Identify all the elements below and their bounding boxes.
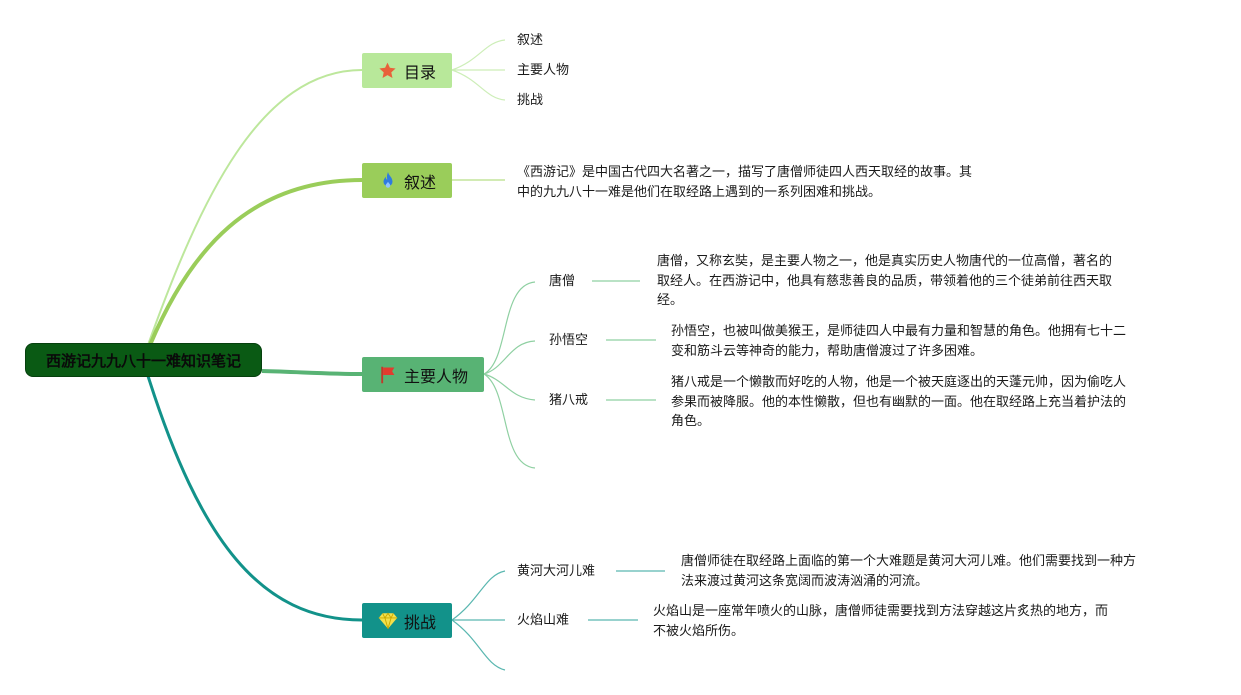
toc-item[interactable]: 叙述 [517,33,544,48]
character-desc[interactable]: 孙悟空，也被叫做美猴王，是师徒四人中最有力量和智慧的角色。他拥有七十二 变和筋斗… [671,322,1171,361]
desc-line: 猪八戒是一个懒散而好吃的人物，他是一个被天庭逐出的天蓬元帅，因为偷吃人 [671,375,1127,390]
branch-challenges-label: 挑战 [403,612,436,632]
desc-line: 法来渡过黄河这条宽阔而波涛汹涌的河流。 [681,573,929,589]
challenge-desc[interactable]: 唐僧师徒在取经路上面临的第一个大难题是黄河大河儿难。他们需要找到一种方 法来渡过… [681,552,1181,591]
branch-toc-label: 目录 [403,62,436,82]
character-desc[interactable]: 唐僧，又称玄奘，是主要人物之一，他是真实历史人物唐代的一位高僧，著名的 取经人。… [657,252,1157,311]
narrative-text[interactable]: 《西游记》是中国古代四大名著之一，描写了唐僧师徒四人西天取经的故事。其 中的九九… [517,163,1037,202]
branch-narrative[interactable]: 叙述 [362,163,452,198]
character-name[interactable]: 唐僧 [549,274,576,289]
desc-line: 取经人。在西游记中，他具有慈悲善良的品质，带领着他的三个徒弟前往西天取 [657,273,1113,289]
diamond-icon [378,611,398,631]
narrative-line: 中的九九八十一难是他们在取经路上遇到的一系列困难和挑战。 [517,184,882,200]
desc-line: 经。 [657,293,684,308]
branch-challenges[interactable]: 挑战 [362,603,452,638]
branch-narrative-label: 叙述 [403,172,436,192]
desc-line: 唐僧，又称玄奘，是主要人物之一，他是真实历史人物唐代的一位高僧，著名的 [657,254,1113,269]
challenge-desc[interactable]: 火焰山是一座常年喷火的山脉，唐僧师徒需要找到方法穿越这片炙热的地方，而 不被火焰… [653,602,1153,641]
link-root-narrative [148,178,363,346]
desc-line: 不被火焰所伤。 [653,623,745,639]
desc-line: 唐僧师徒在取经路上面临的第一个大难题是黄河大河儿难。他们需要找到一种方 [681,554,1137,569]
character-name[interactable]: 孙悟空 [549,333,589,348]
desc-line: 变和筋斗云等神奇的能力，帮助唐僧渡过了许多困难。 [671,343,984,359]
branch-characters-label: 主要人物 [403,366,468,386]
fire-icon [378,171,398,191]
link-root-challenges [146,375,363,622]
desc-line: 参果而被降服。他的本性懒散，但也有幽默的一面。他在取经路上充当着护法的 [671,394,1127,410]
narrative-line: 《西游记》是中国古代四大名著之一，描写了唐僧师徒四人西天取经的故事。其 [517,165,973,180]
desc-line: 火焰山是一座常年喷火的山脉，唐僧师徒需要找到方法穿越这片炙热的地方，而 [653,604,1109,619]
flag-icon [378,365,398,385]
desc-line: 孙悟空，也被叫做美猴王，是师徒四人中最有力量和智慧的角色。他拥有七十二 [671,324,1127,339]
star-icon [378,61,398,81]
link-root-toc [147,69,363,346]
toc-item[interactable]: 挑战 [517,93,544,108]
branch-toc[interactable]: 目录 [362,53,452,88]
root-label: 西游记九九八十一难知识笔记 [45,351,241,370]
branch-characters[interactable]: 主要人物 [362,357,484,392]
toc-item[interactable]: 主要人物 [517,63,570,78]
character-name[interactable]: 猪八戒 [549,393,589,408]
character-desc[interactable]: 猪八戒是一个懒散而好吃的人物，他是一个被天庭逐出的天蓬元帅，因为偷吃人 参果而被… [671,373,1171,432]
desc-line: 角色。 [671,414,711,429]
link-root-characters [261,369,363,376]
challenge-name[interactable]: 火焰山难 [517,613,570,628]
challenge-name[interactable]: 黄河大河儿难 [517,564,596,579]
root-node[interactable]: 西游记九九八十一难知识笔记 [25,343,262,377]
